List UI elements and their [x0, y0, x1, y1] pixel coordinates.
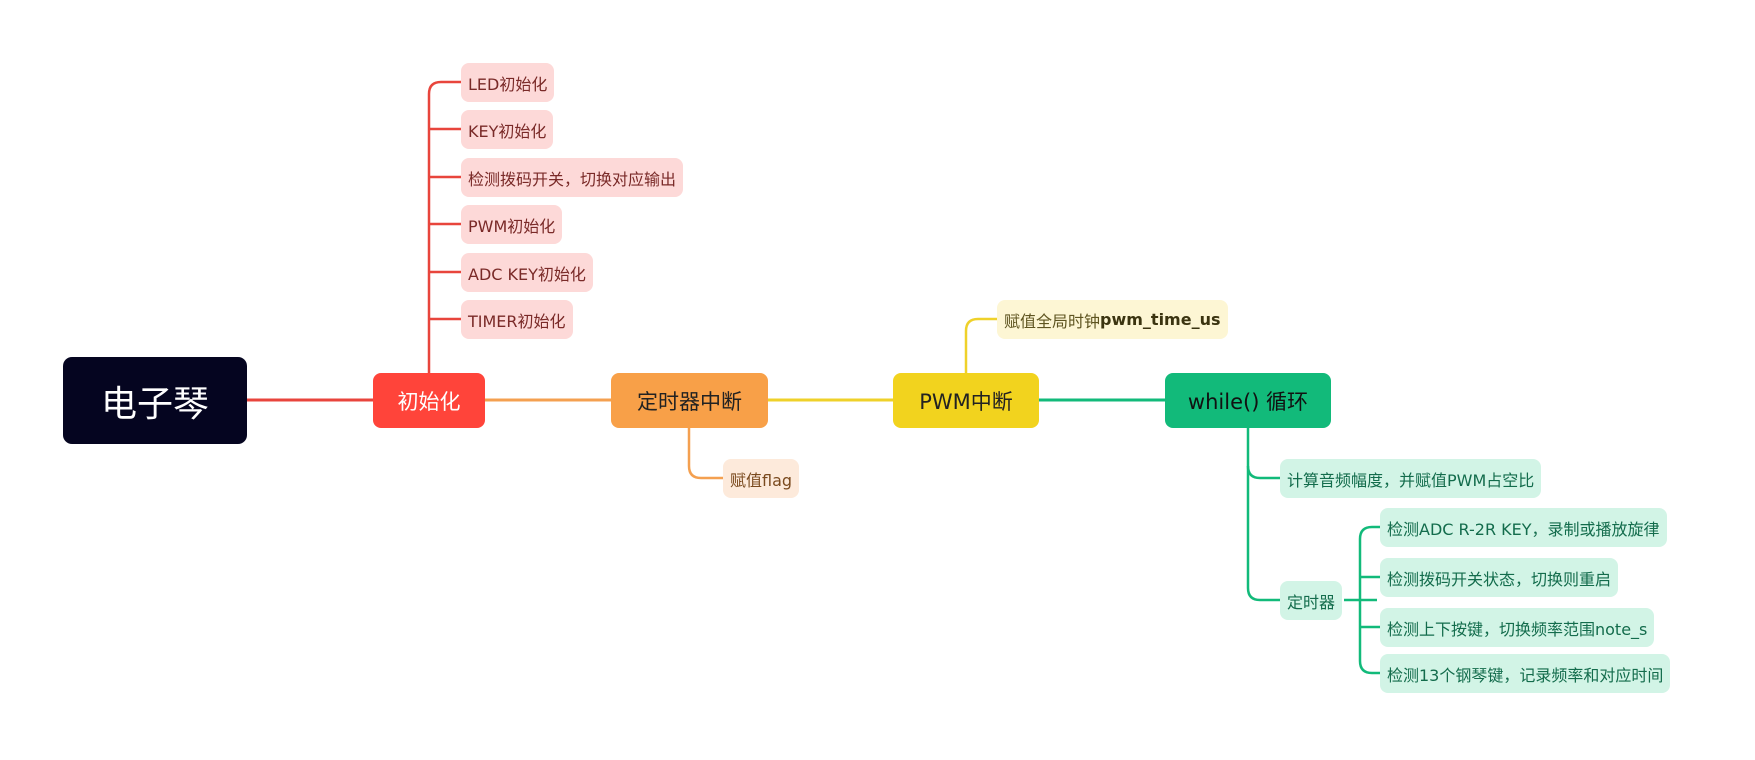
while-child-timer[interactable]: 定时器 [1280, 581, 1343, 620]
while-child-amplitude[interactable]: 计算音频幅度，并赋值PWM占空比 [1280, 459, 1542, 498]
branch-timer-interrupt[interactable]: 定时器中断 [611, 373, 768, 428]
root-node[interactable]: 电子琴 [63, 357, 247, 444]
timer-child-up-down[interactable]: 检测上下按键，切换频率范围note_s [1380, 608, 1655, 647]
init-child-adc-key[interactable]: ADC KEY初始化 [461, 253, 593, 292]
timer-child-dip-state[interactable]: 检测拨码开关状态，切换则重启 [1380, 558, 1619, 597]
branch-pwm-interrupt[interactable]: PWM中断 [893, 373, 1039, 428]
init-child-pwm[interactable]: PWM初始化 [461, 205, 563, 244]
while-connectors [1246, 428, 1380, 675]
init-child-led[interactable]: LED初始化 [461, 63, 555, 102]
branch-init[interactable]: 初始化 [373, 373, 485, 428]
init-connectors [427, 80, 461, 373]
timer-child-piano-keys[interactable]: 检测13个钢琴键，记录频率和对应时间 [1380, 654, 1671, 693]
pwm-clock-variable: pwm_time_us [1100, 310, 1221, 329]
init-child-key[interactable]: KEY初始化 [461, 110, 554, 149]
timer-interrupt-child-flag[interactable]: 赋值flag [723, 459, 800, 498]
timer-interrupt-connector [687, 428, 723, 480]
init-child-dip-switch[interactable]: 检测拨码开关，切换对应输出 [461, 158, 684, 197]
timer-child-adc-r2r[interactable]: 检测ADC R-2R KEY，录制或播放旋律 [1380, 508, 1667, 547]
pwm-clock-prefix: 赋值全局时钟 [1004, 311, 1101, 331]
branch-while-loop[interactable]: while() 循环 [1165, 373, 1331, 428]
pwm-interrupt-connector [964, 317, 997, 373]
init-child-timer[interactable]: TIMER初始化 [461, 300, 573, 339]
